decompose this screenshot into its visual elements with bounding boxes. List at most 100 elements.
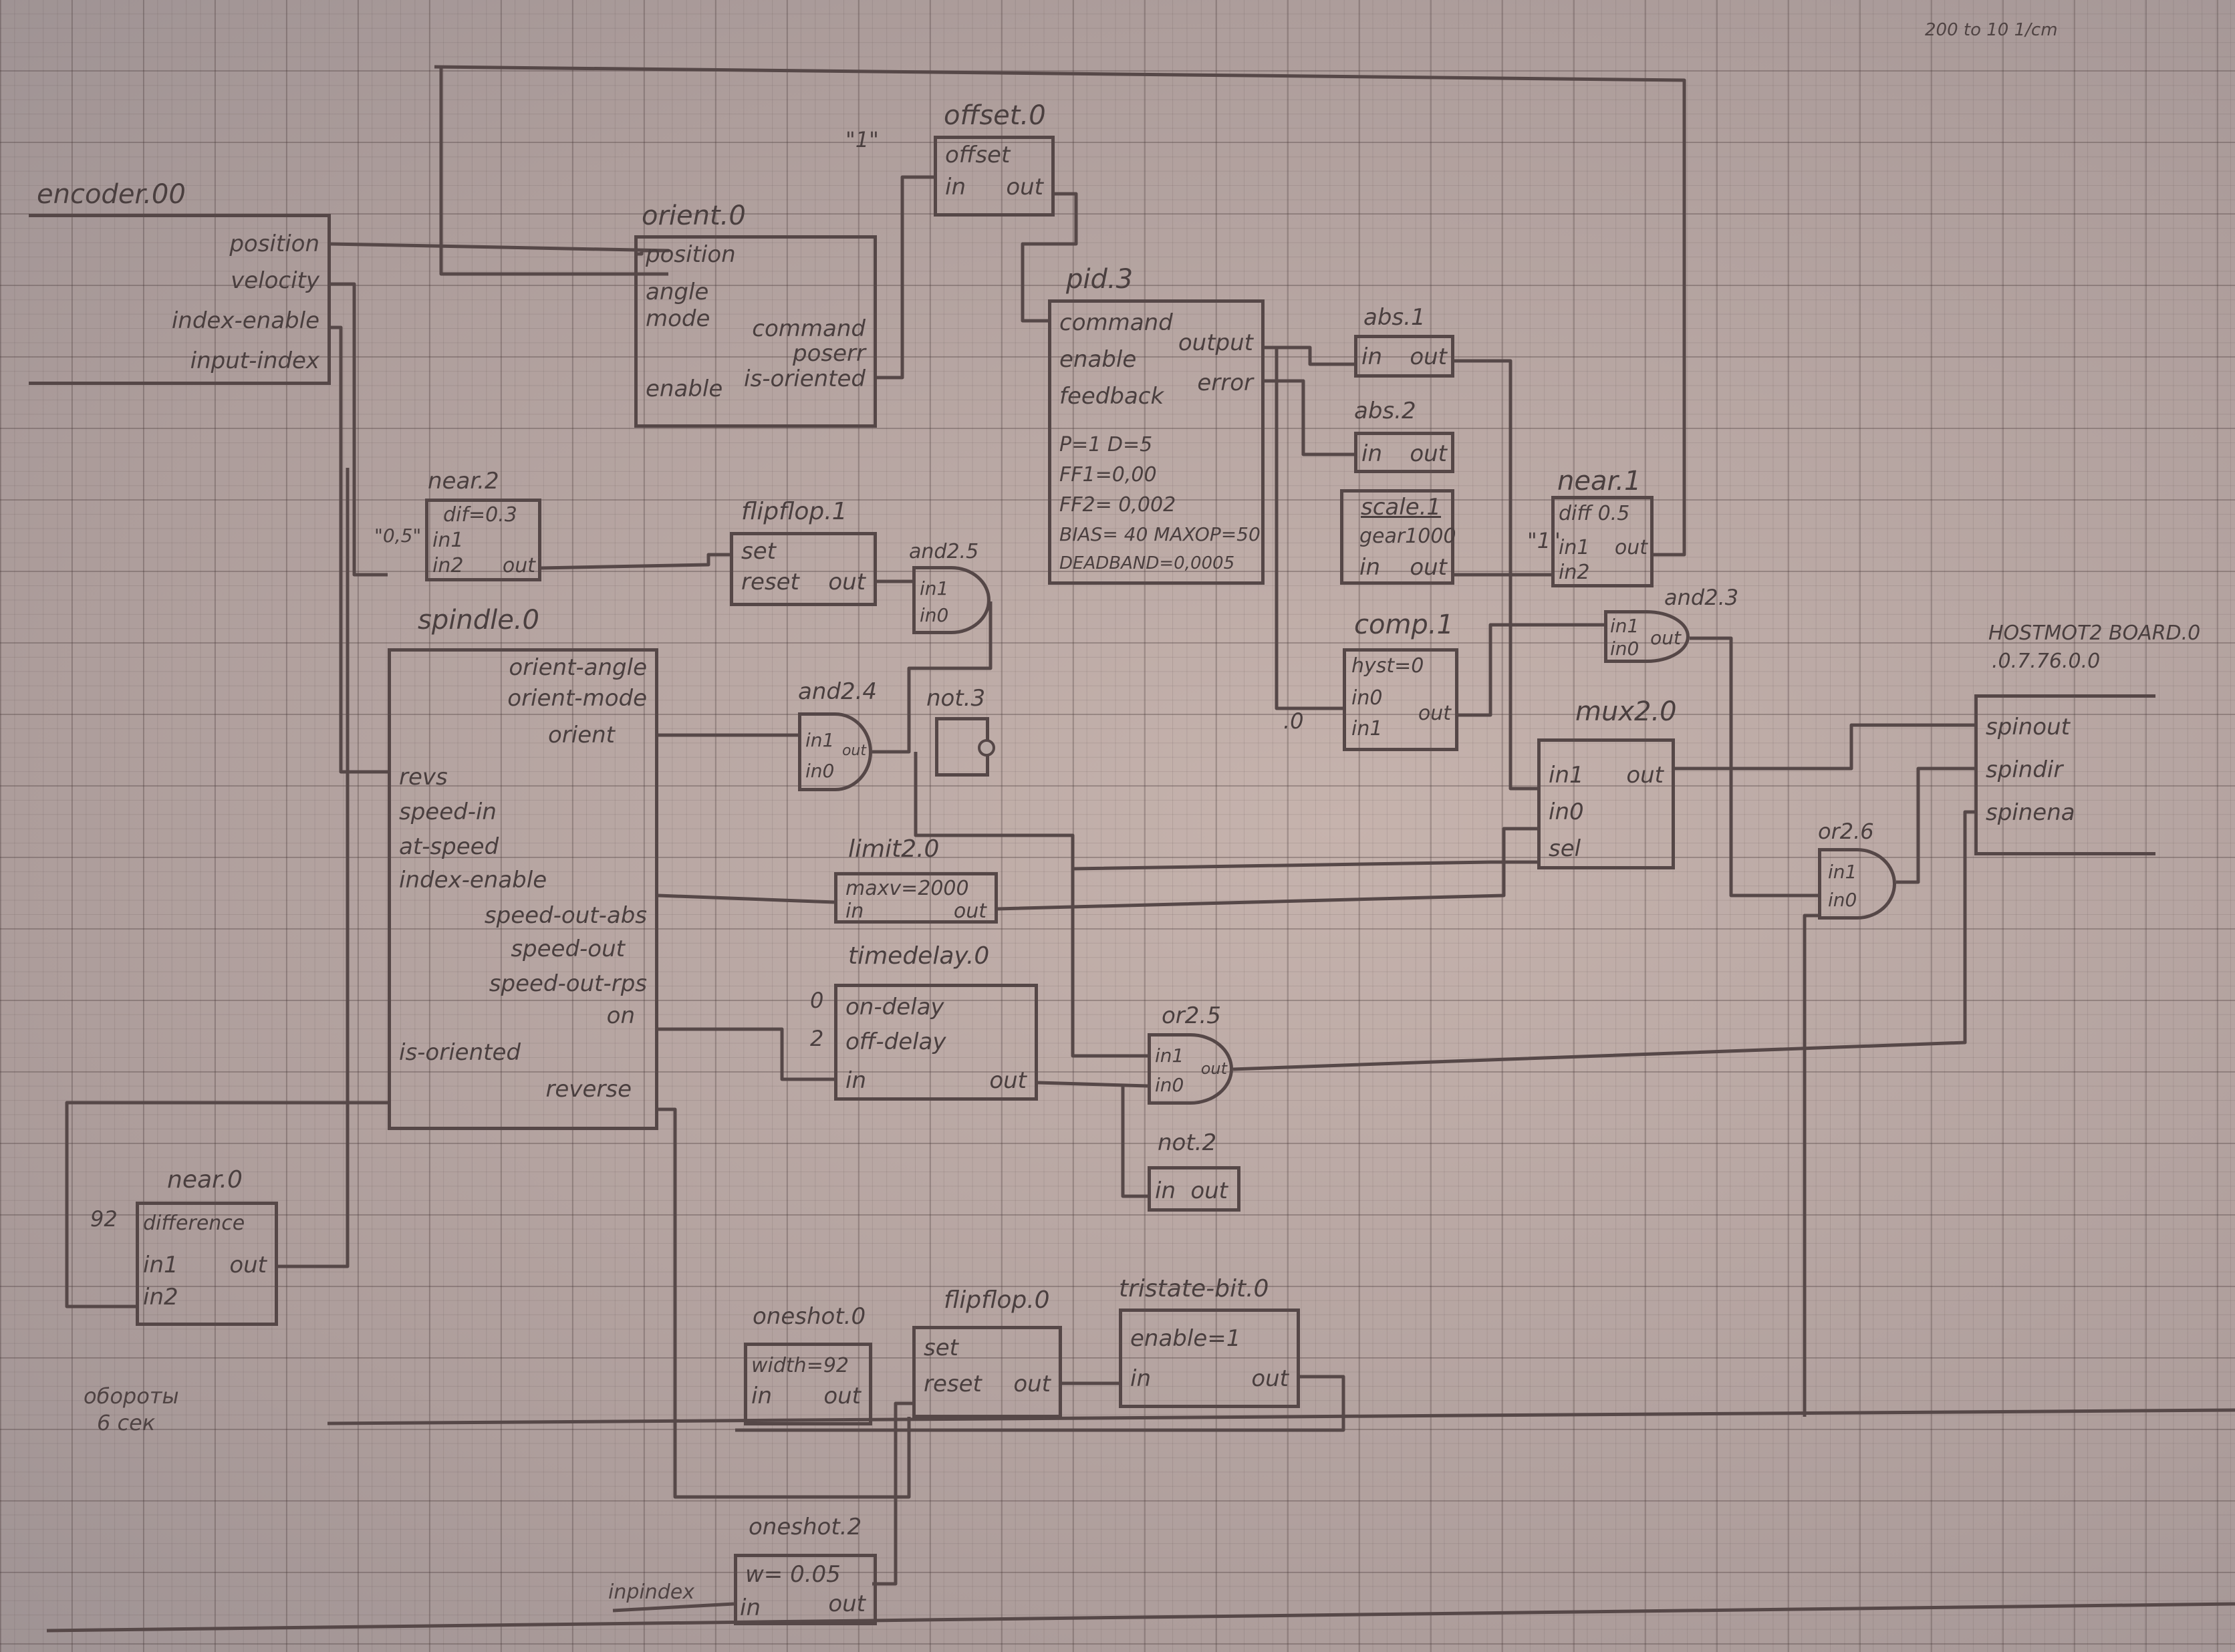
scale-block[interactable]: scale.1 gear1000 in out	[1340, 489, 1456, 585]
pin-in[interactable]: in	[945, 174, 966, 200]
pin-w[interactable]: w= 0.05	[745, 1561, 841, 1588]
mux-block[interactable]: in1 out in0 sel	[1537, 738, 1675, 869]
pin-in2[interactable]: in2	[143, 1284, 178, 1311]
near0-block[interactable]: difference in1 out in2	[136, 1202, 278, 1326]
pin-in[interactable]: in	[845, 1067, 866, 1094]
pin-out[interactable]: out	[1650, 627, 1681, 649]
pin-difference[interactable]: difference	[143, 1212, 245, 1235]
and23-gate[interactable]: in1 in0 out	[1604, 610, 1690, 663]
pin-in1[interactable]: in1	[1610, 615, 1639, 637]
pin-feedback[interactable]: feedback	[1059, 383, 1164, 410]
pin-out[interactable]: out	[1190, 1178, 1228, 1204]
pin-reset[interactable]: reset	[924, 1371, 982, 1397]
oneshot2-block[interactable]: w= 0.05 in out	[734, 1554, 877, 1625]
pin-dif[interactable]: dif=0.3	[443, 503, 517, 527]
comp-block[interactable]: hyst=0 in0 in1 out	[1343, 648, 1458, 751]
not3-block[interactable]	[935, 717, 995, 777]
pin-out[interactable]: out	[1013, 1371, 1051, 1397]
pin-sel[interactable]: sel	[1549, 835, 1581, 862]
pin-in1[interactable]: in1	[1155, 1045, 1184, 1067]
offset-block[interactable]: offset in out	[934, 136, 1055, 217]
hostmot-block[interactable]: spinout spindir spinena	[1974, 694, 2155, 855]
pin-out[interactable]: out	[1626, 762, 1664, 789]
pin-maxv[interactable]: maxv=2000	[845, 877, 969, 900]
pin-in[interactable]: in	[740, 1595, 761, 1621]
pin-out[interactable]: out	[828, 569, 866, 595]
pin-at-speed[interactable]: at-speed	[399, 833, 499, 860]
pin-angle[interactable]: angle	[646, 279, 709, 305]
oneshot0-block[interactable]: width=92 in out	[744, 1343, 872, 1425]
pin-in1[interactable]: in1	[1549, 762, 1584, 789]
pin-in0[interactable]: in0	[1549, 799, 1584, 825]
pin-poserr[interactable]: poserr	[793, 340, 866, 367]
pin-in2[interactable]: in2	[1559, 561, 1590, 584]
pin-in1[interactable]: in1	[1828, 861, 1857, 883]
pin-in[interactable]: in	[1361, 440, 1382, 467]
pin-index-enable[interactable]: index-enable	[399, 867, 547, 893]
pin-out[interactable]: out	[1410, 440, 1447, 467]
abs2-block[interactable]: in out	[1354, 432, 1454, 473]
pin-orient[interactable]: orient	[547, 722, 615, 748]
pin-out[interactable]: out	[1006, 174, 1043, 200]
pin-velocity[interactable]: velocity	[231, 267, 319, 294]
pin-in0[interactable]: in0	[1155, 1074, 1184, 1096]
pin-spindir[interactable]: spindir	[1986, 756, 2063, 783]
pin-width[interactable]: width=92	[751, 1354, 849, 1377]
pin-speed-in[interactable]: speed-in	[399, 799, 497, 825]
pin-hyst[interactable]: hyst=0	[1351, 654, 1424, 678]
pin-in[interactable]: in	[1359, 554, 1380, 581]
pin-out[interactable]: out	[823, 1383, 861, 1409]
pin-out[interactable]: out	[229, 1252, 267, 1278]
encoder-block[interactable]: position velocity index-enable input-ind…	[29, 214, 331, 385]
pin-index-enable[interactable]: index-enable	[171, 307, 319, 334]
near1-block[interactable]: diff 0.5 in1 out in2	[1551, 496, 1654, 587]
pin-in2[interactable]: in2	[432, 554, 464, 577]
timedelay-block[interactable]: on-delay off-delay in out	[834, 984, 1038, 1101]
pin-out[interactable]: out	[841, 742, 866, 759]
pin-out[interactable]: out	[1410, 343, 1447, 370]
spindle-block[interactable]: orient-angle orient-mode orient revs spe…	[388, 648, 658, 1130]
pin-on[interactable]: on	[606, 1002, 635, 1029]
pin-in[interactable]: in	[751, 1383, 772, 1409]
pin-mode[interactable]: mode	[646, 305, 710, 332]
pin-in1[interactable]: in1	[805, 729, 835, 751]
pin-in1[interactable]: in1	[1559, 536, 1590, 559]
pin-reverse[interactable]: reverse	[545, 1076, 632, 1103]
pin-orient-angle[interactable]: orient-angle	[509, 654, 647, 681]
pin-speed-out-abs[interactable]: speed-out-abs	[484, 902, 647, 929]
pin-is-oriented[interactable]: is-oriented	[744, 366, 866, 392]
or25-gate[interactable]: in1 in0 out	[1148, 1033, 1233, 1105]
pin-spinena[interactable]: spinena	[1986, 799, 2075, 826]
pin-in1[interactable]: in1	[1351, 717, 1383, 740]
pin-in0[interactable]: in0	[1351, 686, 1383, 710]
pin-output[interactable]: output	[1178, 329, 1253, 356]
pin-orient-mode[interactable]: orient-mode	[507, 685, 647, 712]
pin-spinout[interactable]: spinout	[1986, 714, 2070, 740]
pin-enable[interactable]: enable	[1059, 346, 1137, 373]
pin-command[interactable]: command	[752, 315, 866, 342]
and24-gate[interactable]: in1 in0 out	[798, 712, 872, 791]
pin-is-oriented[interactable]: is-oriented	[399, 1039, 521, 1066]
pin-in[interactable]: in	[1130, 1365, 1151, 1392]
pin-in0[interactable]: in0	[1610, 638, 1639, 660]
pin-speed-out[interactable]: speed-out	[511, 936, 625, 962]
and25-gate[interactable]: in1 in0	[912, 566, 991, 634]
pin-diff[interactable]: diff 0.5	[1559, 502, 1630, 525]
abs1-block[interactable]: in out	[1354, 335, 1454, 378]
pin-error[interactable]: error	[1197, 370, 1253, 396]
pin-set[interactable]: set	[741, 538, 776, 565]
pin-on-delay[interactable]: on-delay	[845, 994, 944, 1020]
pin-out[interactable]: out	[989, 1067, 1027, 1094]
pin-speed-out-rps[interactable]: speed-out-rps	[489, 970, 647, 997]
pin-off-delay[interactable]: off-delay	[845, 1028, 946, 1055]
pin-input-index[interactable]: input-index	[190, 348, 319, 374]
pin-in1[interactable]: in1	[920, 577, 949, 599]
pin-out[interactable]: out	[1200, 1059, 1227, 1078]
pin-in1[interactable]: in1	[432, 529, 464, 552]
pid-block[interactable]: command enable feedback output error P=1…	[1048, 299, 1265, 585]
pin-out[interactable]: out	[1410, 554, 1447, 581]
pin-set[interactable]: set	[924, 1335, 958, 1361]
flipflop1-block[interactable]: set reset out	[730, 532, 877, 606]
pin-reset[interactable]: reset	[741, 569, 799, 595]
pin-in0[interactable]: in0	[805, 760, 835, 782]
